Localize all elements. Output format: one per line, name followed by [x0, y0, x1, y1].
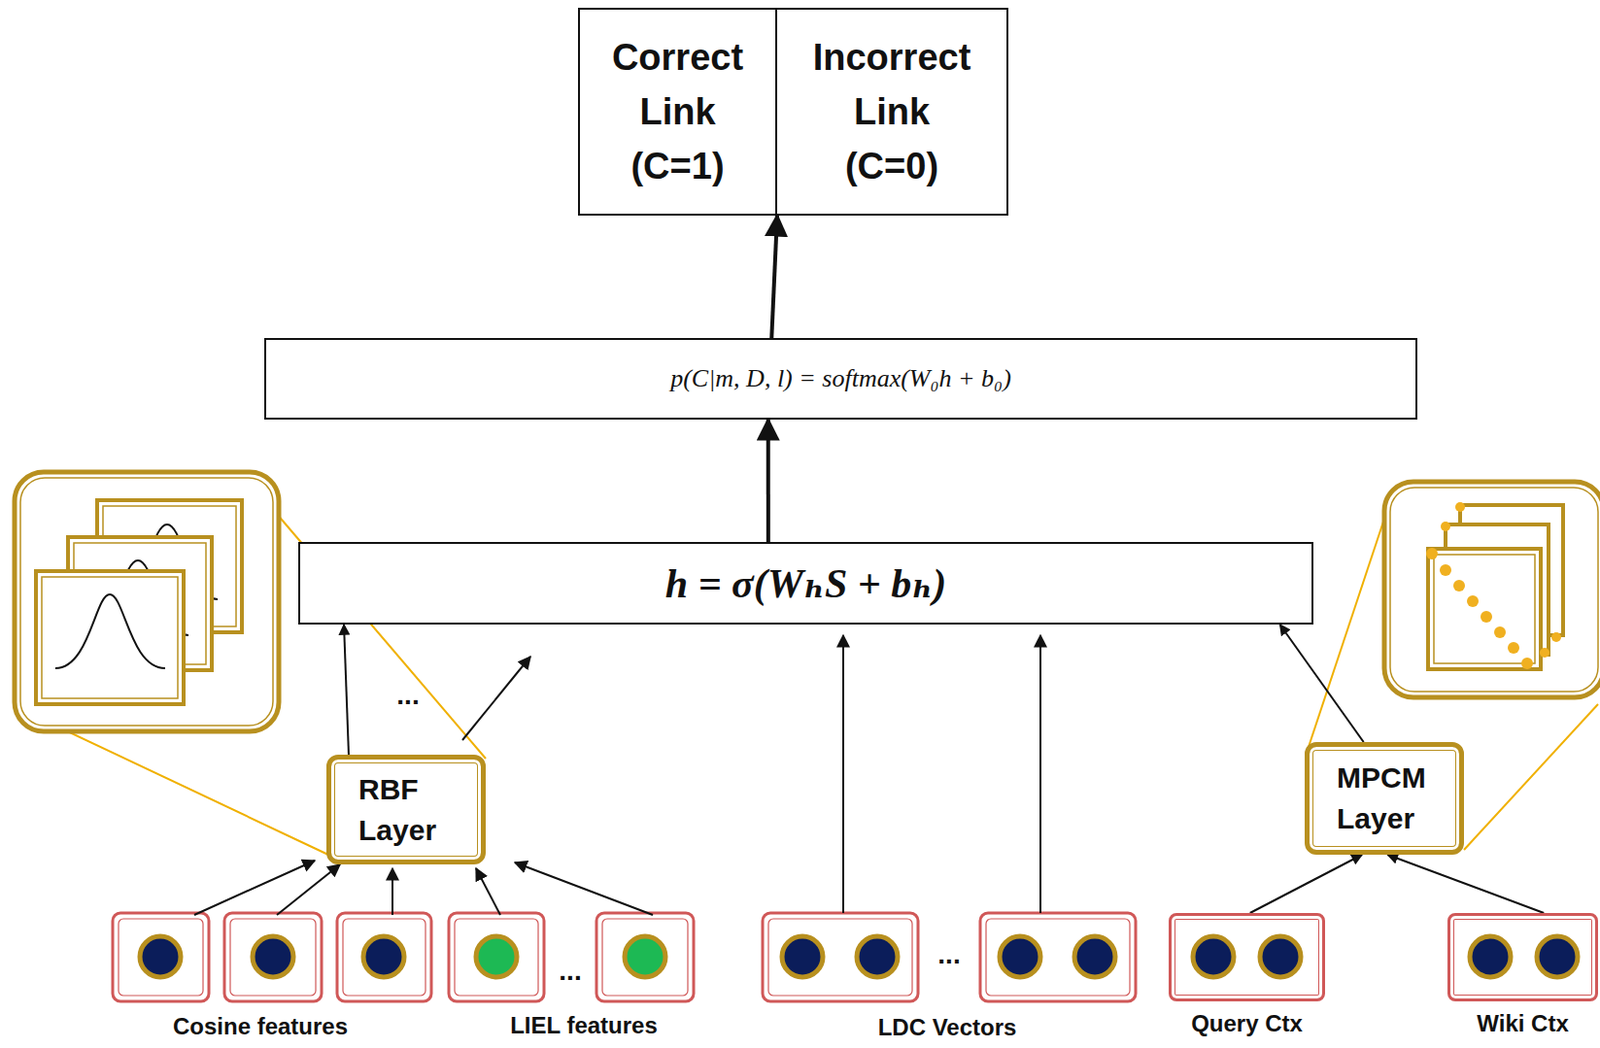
input-label: Query Ctx	[1191, 1010, 1303, 1038]
node-text: Correct Link (C=1)	[605, 30, 751, 194]
output-class-box: Correct Link (C=1)	[578, 7, 778, 216]
connector-arrow	[1250, 854, 1362, 914]
vector-circles	[1447, 913, 1599, 1002]
input-label: Wiki Ctx	[1476, 1010, 1568, 1038]
rbf-layer-box: RBF Layer	[326, 754, 486, 865]
wiki-context-box: Wiki Ctx	[1447, 913, 1599, 1002]
node-text: RBF Layer	[358, 769, 466, 852]
connector-arrow	[343, 624, 349, 755]
group-label: Cosine features	[172, 1013, 348, 1041]
ellipsis: ...	[558, 955, 581, 988]
node-text: MPCM Layer	[1336, 757, 1444, 840]
query-context-box: Query Ctx	[1168, 913, 1326, 1002]
rbf-callout	[14, 472, 279, 732]
feature-input-boxes	[112, 913, 1136, 1002]
ellipsis: ...	[937, 939, 960, 971]
hidden-layer-box: h = σ(WₕS + bₕ)	[298, 542, 1314, 625]
ellipsis: ...	[396, 680, 419, 712]
vector-circles	[1168, 913, 1326, 1002]
connector-arrow	[771, 215, 778, 339]
node-text: p(C|m, D, l) = softmax(W₀h + b₀)	[670, 364, 1012, 394]
connector-arrow	[766, 419, 771, 543]
connector-arrow	[1387, 854, 1544, 914]
softmax-box: p(C|m, D, l) = softmax(W₀h + b₀)	[264, 338, 1418, 420]
mpcm-callout	[1384, 481, 1600, 698]
output-class-box: Incorrect Link (C=0)	[775, 7, 1009, 216]
mpcm-layer-box: MPCM Layer	[1304, 742, 1464, 855]
node-text: Incorrect Link (C=0)	[805, 30, 979, 194]
node-text: h = σ(WₕS + bₕ)	[665, 559, 947, 608]
input-arrows	[194, 635, 1041, 916]
connector-arrow	[1280, 624, 1364, 743]
group-label: LDC Vectors	[878, 1014, 1018, 1042]
group-label: LIEL features	[510, 1012, 658, 1040]
